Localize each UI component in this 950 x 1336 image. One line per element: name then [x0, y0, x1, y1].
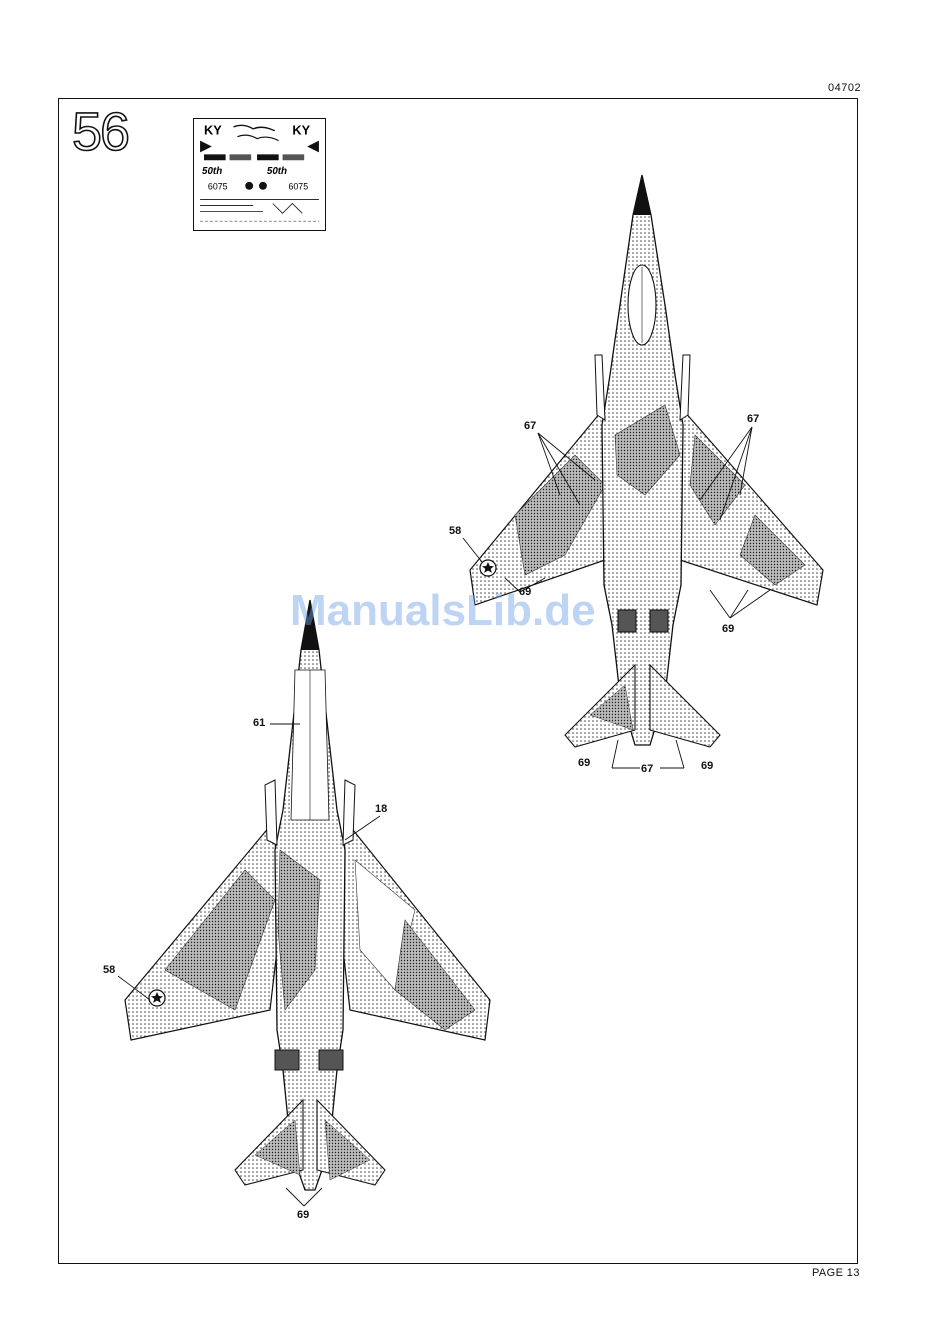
callout-69-bottom: 69: [297, 1209, 309, 1221]
callout-67-top-left: 67: [524, 420, 536, 432]
callout-69-top-right: 69: [722, 623, 734, 635]
callout-69-top-tail-right: 69: [701, 760, 713, 772]
callout-69-top-tail-left: 69: [578, 757, 590, 769]
callout-58-bottom: 58: [103, 964, 115, 976]
callout-67-top-right: 67: [747, 413, 759, 425]
callout-67-top-tail: 67: [641, 763, 653, 775]
callout-58-top: 58: [449, 525, 461, 537]
callout-61-bottom: 61: [253, 717, 265, 729]
watermark: ManualsLib.de: [290, 586, 596, 636]
callout-18-bottom: 18: [375, 803, 387, 815]
